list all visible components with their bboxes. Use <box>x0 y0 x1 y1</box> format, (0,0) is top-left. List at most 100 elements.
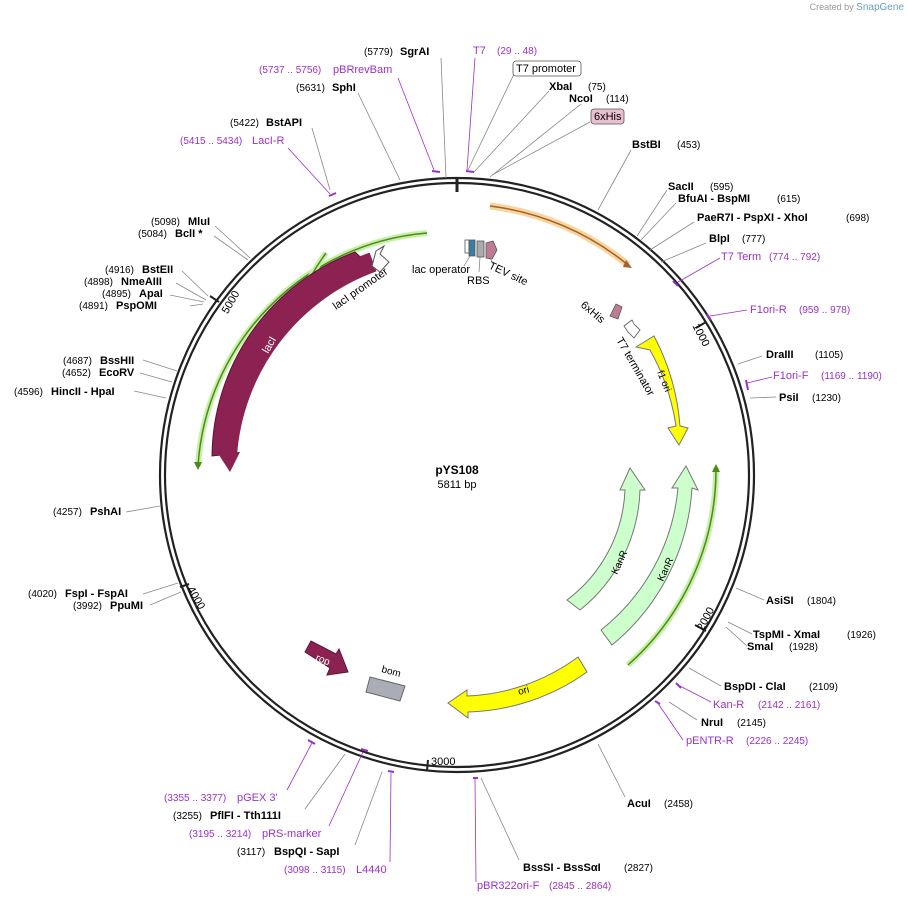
primer-t7-term: T7 Term <box>721 251 761 263</box>
primer-prs-marker: pRS-marker <box>262 828 322 840</box>
enzyme-pos-xbai: (75) <box>588 82 606 93</box>
enzyme-pos-clai: (2109) <box>809 682 838 693</box>
enzyme-draiii: DraIII <box>766 349 794 361</box>
enzyme-ppumi: PpuMI <box>110 600 143 612</box>
kanr-feature-1 <box>566 466 646 611</box>
primer-range-pentr-r: (2226 .. 2245) <box>746 736 808 747</box>
enzyme-bstapi: BstAPI <box>266 117 302 129</box>
ori-feature <box>447 656 588 719</box>
primer-pentr-r: pENTR-R <box>686 735 734 747</box>
enzyme-pos-bsshii: (4687) <box>63 356 92 367</box>
enzyme-pos-psppomi: (4891) <box>79 301 108 312</box>
orf-arc-left-line <box>197 232 428 467</box>
enzyme-sphi: SphI <box>332 82 356 94</box>
enzyme-pos-ecorv: (4652) <box>62 368 91 379</box>
enzyme-paer7i-pspxi-xhoi: PaeR7I - PspXI - XhoI <box>697 212 808 224</box>
enzyme-bsshii: BssHII <box>100 355 134 367</box>
enzyme-apai: ApaI <box>139 288 163 300</box>
enzyme-smai: SmaI <box>747 641 773 653</box>
primer-f1ori-r: F1ori-R <box>750 304 787 316</box>
bom-label: bom <box>380 664 402 680</box>
tev-site-label: TEV site <box>487 260 530 288</box>
enzyme-labels-right: XbaI (75) NcoI (114) BstBI (453) SacII (… <box>173 81 876 874</box>
enzyme-sgrai: SgrAI <box>400 46 429 58</box>
lac-operator-feature <box>468 239 476 257</box>
enzyme-xbai: XbaI <box>549 81 572 93</box>
plasmid-name: pYS108 <box>435 463 479 477</box>
enzyme-pspomi: PspOMI <box>116 300 157 312</box>
enzyme-ecorv: EcoRV <box>99 367 135 379</box>
tick-label-2000: 2000 <box>695 605 717 632</box>
enzyme-pos-bsteii: (4916) <box>105 265 134 276</box>
primer-range-pbrrevbam: (5737 .. 5756) <box>259 65 321 76</box>
primer-kan-r: Kan-R <box>713 699 744 711</box>
orf-arc-top-right <box>489 202 631 268</box>
enzyme-blpi: BlpI <box>709 233 730 245</box>
his-tag-label: 6xHis <box>594 111 622 123</box>
enzyme-ncoi: NcoI <box>569 93 593 105</box>
rbs-feature <box>476 240 485 258</box>
enzyme-pos-bstbi: (453) <box>677 140 700 151</box>
primer-range-kan-r: (2142 .. 2161) <box>758 700 820 711</box>
enzyme-pos-sacii: (595) <box>710 182 733 193</box>
snapgene-logo: SnapGene <box>856 2 904 13</box>
primer-l4440: L4440 <box>356 864 387 876</box>
his-tag-box <box>590 108 625 125</box>
t7-terminator-feature <box>623 319 641 339</box>
primer-range-t7-term: (774 .. 792) <box>769 252 820 263</box>
tick-label-3000: 3000 <box>431 756 455 768</box>
enzyme-pos-xhoi: (698) <box>846 213 869 224</box>
enzyme-labels-left: (5779) SgrAI (5631) SphI (5422) BstAPI (… <box>14 46 429 612</box>
enzyme-pos-bcli: (5084) <box>138 229 167 240</box>
enzyme-bsssi: BssSI - BssSαI <box>523 862 601 874</box>
primer-t7: T7 <box>473 45 486 57</box>
rop-feature <box>304 640 349 676</box>
enzyme-pos-acui: (2458) <box>664 799 693 810</box>
enzyme-hincii-hpai: HincII - HpaI <box>51 386 115 398</box>
enzyme-pos-psii: (1230) <box>812 393 841 404</box>
rop-label: rop <box>314 653 332 669</box>
enzyme-tspmi-xmai: TspMI - XmaI <box>753 629 820 641</box>
enzyme-pos-sphi: (5631) <box>296 83 325 94</box>
f1-ori-feature <box>634 335 689 446</box>
primer-range-f1ori-f: (1169 .. 1190) <box>821 371 882 382</box>
enzyme-acui: AcuI <box>627 798 651 810</box>
enzyme-pflfi-tth111i: PflFI - Tth111I <box>210 810 281 822</box>
enzyme-pos-mlui: (5098) <box>151 217 180 228</box>
lacI-promoter-feature <box>371 244 390 273</box>
enzyme-pos-fspi: (4020) <box>28 589 57 600</box>
enzyme-pos-ppumi: (3992) <box>73 601 102 612</box>
t7-promoter-box <box>512 60 582 77</box>
enzyme-nrui: NruI <box>701 717 723 729</box>
enzyme-pos-asisi: (1804) <box>807 596 836 607</box>
primer-labels: (5737 .. 5756) pBRrevBam T7 (29 .. 48) (… <box>164 45 882 892</box>
enzyme-pos-bstapi: (5422) <box>230 118 259 129</box>
primer-range-t7: (29 .. 48) <box>497 46 537 57</box>
primer-pbr322ori-f: pBR322ori-F <box>477 880 540 892</box>
enzyme-asisi: AsiSI <box>766 595 794 607</box>
enzyme-bsteii: BstEII <box>142 264 173 276</box>
enzyme-pos-nrui: (2145) <box>737 718 766 729</box>
enzyme-bfuai-bspmi: BfuAI - BspMI <box>678 193 750 205</box>
enzyme-pos-xmai: (1926) <box>847 630 876 641</box>
primer-f1ori-f: F1ori-F <box>773 370 809 382</box>
bom-feature <box>365 676 406 702</box>
enzyme-pos-sgrai: (5779) <box>364 47 393 58</box>
primer-range-prs-marker: (3195 .. 3214) <box>189 829 251 840</box>
enzyme-mlui: MluI <box>188 216 210 228</box>
primer-leader-lines <box>286 57 773 883</box>
enzyme-sacii: SacII <box>668 181 694 193</box>
primer-range-f1ori-r: (959 .. 978) <box>799 305 850 316</box>
ori-label: ori <box>517 684 531 698</box>
plasmid-size: 5811 bp <box>438 479 477 491</box>
enzyme-psii: PsiI <box>779 392 799 404</box>
snapgene-credit: Created by SnapGene <box>809 2 904 13</box>
enzyme-nmeaiii: NmeAIII <box>121 276 162 288</box>
enzyme-pos-pflfi: (3255) <box>173 811 202 822</box>
his-inner-feature <box>609 303 623 320</box>
enzyme-bspdi-clai: BspDI - ClaI <box>724 681 786 693</box>
enzyme-bstbi: BstBI <box>632 139 661 151</box>
lac-operator-label: lac operator <box>412 264 470 276</box>
enzyme-pos-bsssi: (2827) <box>624 863 653 874</box>
